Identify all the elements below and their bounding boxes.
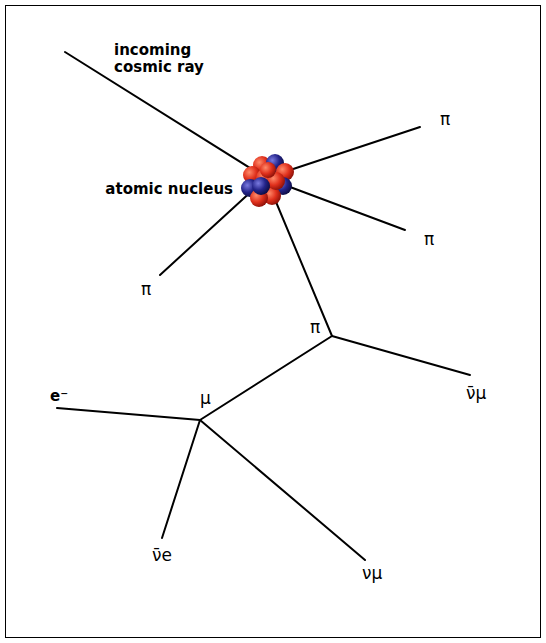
particle-symbol: ν̄e: [152, 546, 172, 566]
particle-name: atomic nucleus: [105, 181, 233, 198]
particle-symbol: νμ: [362, 564, 382, 584]
particle-symbol: e⁻: [50, 388, 68, 405]
particle-symbol: ν̄μ: [466, 384, 486, 404]
frame-border: [6, 6, 541, 638]
particle-name: incoming cosmic ray: [114, 42, 210, 77]
particle-symbol: π: [141, 280, 151, 300]
particle-symbol: π: [424, 230, 434, 250]
particle-tracks: [57, 52, 470, 560]
nucleus-picture: [241, 154, 294, 207]
particle-symbol: μ: [200, 389, 211, 409]
particle-symbol: π: [440, 110, 450, 130]
particle-symbol: π: [310, 318, 320, 338]
